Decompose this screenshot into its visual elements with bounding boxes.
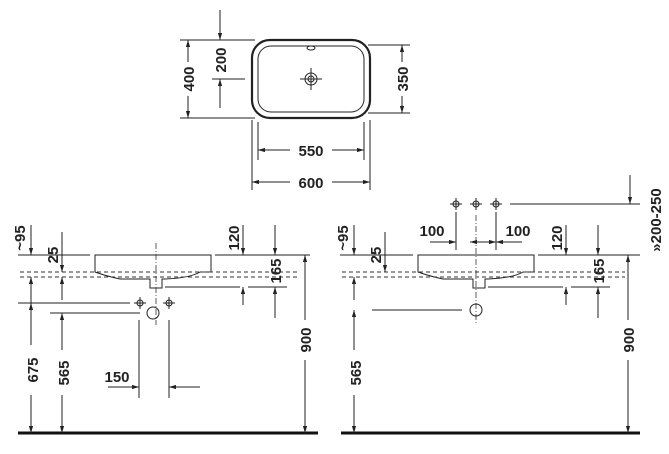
dim-120: 120	[226, 225, 243, 250]
top-view: 400 200 350 550 600	[180, 10, 412, 192]
dim-565: 565	[348, 360, 365, 385]
dim-200-250: »200-250	[648, 188, 665, 251]
dim-165: 165	[268, 258, 285, 283]
side-view-right: 100 100 ~95 25 565 120 165 »200-250 900	[335, 175, 665, 435]
waste-outlet-icon	[146, 306, 160, 320]
basin-section	[94, 254, 212, 289]
dim-565: 565	[56, 360, 73, 385]
waste-outlet-icon	[469, 303, 483, 317]
dim-900: 900	[298, 327, 315, 352]
dim-200: 200	[213, 47, 230, 72]
wall-tap-icon	[450, 198, 502, 210]
dim-600: 600	[298, 175, 323, 192]
dim-150: 150	[104, 369, 129, 386]
dim-550: 550	[298, 143, 323, 160]
dim-675: 675	[25, 357, 42, 382]
dim-165: 165	[591, 258, 608, 283]
dim-95: ~95	[12, 225, 29, 250]
dim-100-left: 100	[419, 223, 444, 240]
overflow-icon	[306, 45, 316, 51]
dim-100-right: 100	[505, 223, 530, 240]
dim-25: 25	[368, 247, 385, 264]
dim-350: 350	[395, 66, 412, 91]
side-view-left: ~95 25 675 565 120 165 900 150	[12, 225, 318, 435]
dim-95: ~95	[335, 225, 352, 250]
dim-900: 900	[621, 327, 638, 352]
basin-outline	[250, 38, 372, 120]
dim-400: 400	[181, 66, 198, 91]
dim-120: 120	[549, 225, 566, 250]
dim-25: 25	[45, 247, 62, 264]
drain-icon	[300, 68, 322, 90]
water-supply-icon	[134, 297, 175, 309]
basin-section	[417, 254, 535, 289]
